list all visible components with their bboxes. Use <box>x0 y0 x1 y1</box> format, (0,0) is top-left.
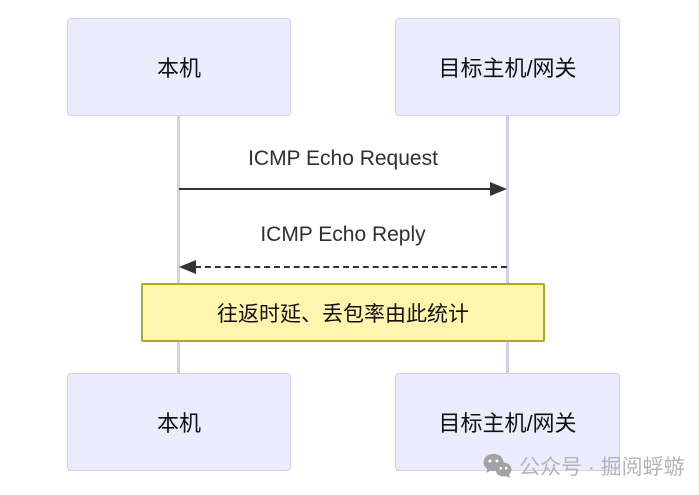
message-label-echo-reply: ICMP Echo Reply <box>260 223 426 246</box>
watermark-text: 公众号 · 掘阅蜉蝣 <box>519 456 685 479</box>
arrowhead-right-icon <box>490 182 507 196</box>
note-label: 往返时延、丢包率由此统计 <box>217 302 469 326</box>
actor-label-target-top: 目标主机/网关 <box>438 56 577 81</box>
actor-label-local-bottom: 本机 <box>156 411 201 436</box>
lifeline-local <box>177 115 180 374</box>
actor-box-local-top: 本机 <box>67 18 291 116</box>
wechat-icon <box>483 453 512 478</box>
watermark: 公众号 · 掘阅蜉蝣 <box>483 451 685 481</box>
message-line-echo-reply <box>195 266 507 268</box>
actor-box-target-top: 目标主机/网关 <box>395 18 620 116</box>
note-rtt-loss: 往返时延、丢包率由此统计 <box>141 283 545 342</box>
message-line-echo-request <box>179 188 491 190</box>
actor-box-local-bottom: 本机 <box>67 373 291 471</box>
arrowhead-left-icon <box>179 260 196 274</box>
lifeline-target <box>506 115 509 374</box>
actor-box-target-bottom: 目标主机/网关 <box>395 373 620 471</box>
message-label-echo-request: ICMP Echo Request <box>248 147 438 170</box>
actor-label-target-bottom: 目标主机/网关 <box>438 411 577 436</box>
actor-label-local-top: 本机 <box>156 56 201 81</box>
